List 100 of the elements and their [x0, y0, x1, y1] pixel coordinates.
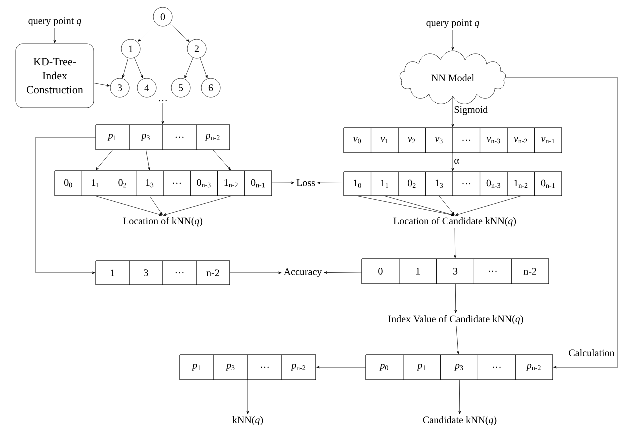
array-cell: v$_{3}$	[426, 128, 454, 154]
arrow	[454, 284, 458, 314]
arrow	[96, 150, 113, 171]
array-cell: 1$_{1}$	[82, 170, 110, 196]
text-label: query point q	[28, 18, 82, 26]
array-cell: 0$_{2}$	[109, 170, 137, 196]
arrow	[456, 326, 460, 354]
arrow	[454, 228, 457, 258]
model-cloud: NN Model	[400, 50, 506, 104]
tree-node: 0	[153, 7, 173, 27]
array-cell: n-2	[196, 260, 230, 286]
arrow	[452, 153, 454, 172]
array-cell: 1$_{1}$	[371, 172, 399, 196]
arrow	[213, 150, 232, 171]
text-label: Accuracy	[284, 268, 322, 278]
arrow	[318, 182, 344, 184]
arrow	[324, 272, 362, 274]
array-cell: 0$_{2}$	[398, 172, 426, 196]
array-cell: …	[452, 172, 480, 196]
arrow	[455, 196, 522, 216]
arrow	[138, 24, 156, 42]
text-label: Candidate kNN(q)	[423, 416, 497, 426]
text-label: Index Value of Candidate kNN(q)	[388, 315, 524, 325]
text-label: Loss	[296, 180, 316, 186]
array-cell: 1	[96, 260, 130, 286]
array-cell: …	[163, 170, 191, 196]
arrow	[122, 58, 129, 78]
arrow	[452, 30, 454, 50]
array-cell: 1$_{3}$	[136, 170, 164, 196]
array-cell: 3	[129, 260, 164, 286]
edge-label: Calculation	[568, 348, 616, 358]
tree-node: 1	[121, 39, 141, 59]
array-cell: …	[452, 128, 480, 154]
tree-node: 5	[171, 78, 191, 98]
tree-node: 2	[187, 39, 207, 59]
arrow	[163, 196, 232, 216]
array-cell: 1$_{3}$	[426, 172, 454, 196]
array-cell: p$_{1}$	[180, 354, 214, 380]
arrow	[458, 380, 462, 414]
text-label: kNN(q)	[232, 416, 264, 426]
edge-label: Sigmoid	[453, 105, 490, 116]
array-cell: v$_{n-1}$	[534, 128, 562, 154]
array-cell: v$_{n-2}$	[507, 128, 535, 154]
array-cell: 1$_{n-2}$	[507, 172, 535, 196]
array-cell: p$_{3}$	[440, 354, 478, 380]
array-cell: 0$_{n-1}$	[244, 170, 272, 196]
array-cell: 0$_{n-1}$	[534, 172, 562, 196]
arrow	[230, 272, 282, 274]
array-cell: n-2	[511, 258, 550, 284]
tree-node: 4	[137, 78, 157, 98]
arrow	[94, 83, 110, 87]
array-cell: 1$_{0}$	[344, 172, 372, 196]
array-cell: 0$_{n-3}$	[480, 172, 508, 196]
arrow	[170, 23, 190, 42]
array-cell: 0	[362, 258, 400, 284]
arrow	[384, 196, 455, 216]
arrow	[162, 103, 164, 124]
array-cell: …	[478, 354, 516, 380]
array-cell: …	[248, 354, 282, 380]
array-cell: p$_{1}$	[96, 124, 130, 150]
array-cell: …	[162, 124, 197, 150]
text-label: query point q	[426, 20, 480, 28]
array-cell: p$_{3}$	[129, 124, 164, 150]
arrow	[36, 137, 96, 274]
arrow	[357, 196, 455, 216]
array-cell: 0$_{n-3}$	[190, 170, 218, 196]
array-cell: p$_{0}$	[366, 354, 404, 380]
arrow	[150, 196, 163, 216]
arrow	[200, 58, 208, 79]
array-cell: 0$_{0}$	[54, 170, 82, 196]
text-label: Location of Candidate kNN(q)	[394, 217, 516, 227]
arrow	[316, 366, 366, 369]
arrow	[134, 58, 144, 79]
array-cell: …	[162, 260, 197, 286]
array-cell: p$_{n-2}$	[282, 354, 316, 380]
text-label: Location of kNN(q)	[123, 217, 203, 227]
text-label: …	[159, 100, 167, 102]
tree-node: 6	[201, 78, 221, 98]
array-cell: v$_{2}$	[398, 128, 426, 154]
array-cell: …	[474, 258, 512, 284]
process-box: KD-Tree-Index Construction	[16, 44, 94, 108]
array-cell: 1	[399, 258, 437, 284]
arrow	[506, 78, 618, 369]
array-cell: p$_{1}$	[403, 354, 441, 380]
array-cell: v$_{1}$	[371, 128, 399, 154]
array-cell: p$_{n-2}$	[515, 354, 554, 380]
edge-label: α	[453, 158, 460, 165]
arrow	[272, 182, 294, 184]
arrow	[146, 150, 151, 170]
array-cell: v$_{n-3}$	[480, 128, 508, 154]
array-cell: p$_{n-2}$	[196, 124, 230, 150]
array-cell: 1$_{n-2}$	[218, 170, 246, 196]
tree-node: 3	[110, 78, 130, 98]
arrow	[54, 28, 56, 44]
arrow	[246, 380, 250, 414]
array-cell: p$_{3}$	[214, 354, 248, 380]
arrow	[96, 196, 163, 216]
arrow	[439, 196, 455, 216]
array-cell: 3	[436, 258, 474, 284]
arrow	[184, 58, 194, 79]
